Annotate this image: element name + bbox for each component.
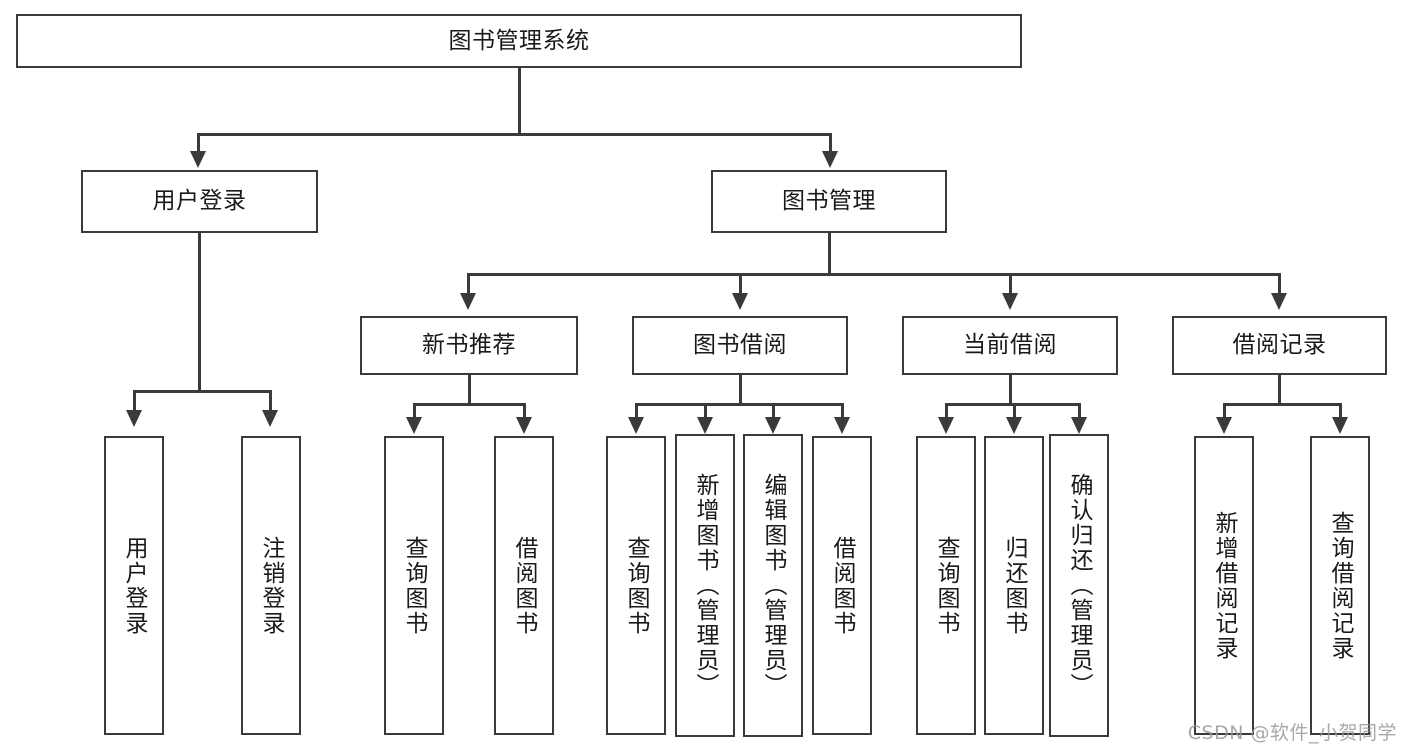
connector-current-stem	[1009, 375, 1012, 405]
arrow-to-new-book	[460, 293, 476, 310]
leaf-logout[interactable]: 注销登录	[241, 436, 301, 735]
leaf-label: 编辑图书（管理员）	[760, 473, 787, 698]
node-label: 用户登录	[152, 188, 247, 215]
node-label: 图书借阅	[693, 332, 787, 359]
connector-level3-bus	[467, 273, 1281, 276]
connector-user-login-stem	[198, 233, 201, 392]
node-current-borrow[interactable]: 当前借阅	[902, 316, 1118, 375]
connector-records-bus	[1223, 403, 1341, 406]
connector-drop-nb-leaf2	[523, 403, 526, 419]
arrow-to-nb-leaf2	[516, 417, 532, 434]
arrow-to-rc-leaf2	[1332, 417, 1348, 434]
connector-user-login-bus	[133, 390, 270, 393]
leaf-label: 确认归还（管理员）	[1066, 473, 1093, 698]
leaf-cb-return-book[interactable]: 归还图书	[984, 436, 1044, 735]
leaf-label: 查询图书	[933, 535, 960, 636]
node-label: 当前借阅	[963, 332, 1057, 359]
arrow-to-book-manage	[822, 151, 838, 168]
arrow-to-bb-leaf4	[834, 417, 850, 434]
arrow-to-cb-leaf3	[1071, 417, 1087, 434]
connector-root-stem	[518, 68, 521, 135]
connector-drop-records	[1278, 273, 1281, 295]
node-book-manage[interactable]: 图书管理	[711, 170, 947, 233]
connector-new-book-stem	[468, 375, 471, 405]
leaf-label: 借阅图书	[511, 535, 538, 636]
leaf-label: 归还图书	[1001, 535, 1028, 636]
node-label: 借阅记录	[1232, 332, 1327, 359]
connector-drop-leaf-logout	[269, 390, 272, 412]
connector-root-bus	[197, 133, 831, 136]
arrow-to-borrow	[732, 293, 748, 310]
leaf-nb-borrow-book[interactable]: 借阅图书	[494, 436, 554, 735]
connector-drop-current	[1009, 273, 1012, 295]
leaf-label: 查询图书	[623, 535, 650, 636]
arrow-to-bb-leaf2	[697, 417, 713, 434]
arrow-to-cb-leaf2	[1006, 417, 1022, 434]
connector-borrow-stem	[739, 375, 742, 405]
connector-drop-bb-leaf4	[841, 403, 844, 419]
node-new-book-recommend[interactable]: 新书推荐	[360, 316, 578, 375]
leaf-label: 查询图书	[401, 535, 428, 636]
arrow-to-leaf-logout	[262, 410, 278, 427]
connector-drop-cb-leaf3	[1078, 403, 1081, 419]
leaf-bb-edit-book-admin[interactable]: 编辑图书（管理员）	[743, 434, 803, 737]
leaf-bb-borrow-book[interactable]: 借阅图书	[812, 436, 872, 735]
leaf-rc-add-record[interactable]: 新增借阅记录	[1194, 436, 1254, 735]
connector-borrow-bus	[635, 403, 843, 406]
leaf-user-login[interactable]: 用户登录	[104, 436, 164, 735]
leaf-label: 注销登录	[258, 535, 285, 636]
node-borrow-records[interactable]: 借阅记录	[1172, 316, 1387, 375]
leaf-cb-query-book[interactable]: 查询图书	[916, 436, 976, 735]
leaf-bb-query-book[interactable]: 查询图书	[606, 436, 666, 735]
leaf-nb-query-book[interactable]: 查询图书	[384, 436, 444, 735]
watermark: CSDN @软件_小贺同学	[1187, 722, 1397, 744]
node-label: 图书管理	[782, 188, 876, 215]
node-label: 图书管理系统	[448, 27, 590, 54]
connector-drop-rc-leaf2	[1339, 403, 1342, 419]
arrow-to-bb-leaf1	[628, 417, 644, 434]
leaf-label: 新增图书（管理员）	[692, 473, 719, 698]
arrow-to-user-login	[190, 151, 206, 168]
connector-drop-bb-leaf3	[772, 403, 775, 419]
connector-drop-cb-leaf2	[1013, 403, 1016, 419]
leaf-label: 新增借阅记录	[1211, 510, 1238, 661]
arrow-to-nb-leaf1	[406, 417, 422, 434]
connector-drop-rc-leaf1	[1223, 403, 1226, 419]
connector-current-bus	[945, 403, 1080, 406]
arrow-to-current	[1002, 293, 1018, 310]
arrow-to-cb-leaf1	[938, 417, 954, 434]
connector-drop-user-login	[197, 133, 200, 153]
connector-records-stem	[1278, 375, 1281, 405]
arrow-to-leaf-user-login	[126, 410, 142, 427]
connector-book-manage-stem	[828, 233, 831, 275]
arrow-to-rc-leaf1	[1216, 417, 1232, 434]
leaf-bb-add-book-admin[interactable]: 新增图书（管理员）	[675, 434, 735, 737]
arrow-to-records	[1271, 293, 1287, 310]
leaf-rc-query-record[interactable]: 查询借阅记录	[1310, 436, 1370, 735]
connector-new-book-bus	[413, 403, 525, 406]
connector-drop-bb-leaf1	[635, 403, 638, 419]
connector-drop-bb-leaf2	[704, 403, 707, 419]
leaf-cb-confirm-return-admin[interactable]: 确认归还（管理员）	[1049, 434, 1109, 737]
node-user-login[interactable]: 用户登录	[81, 170, 318, 233]
connector-drop-leaf-user-login	[133, 390, 136, 412]
leaf-label: 借阅图书	[829, 535, 856, 636]
connector-drop-new-book	[467, 273, 470, 295]
connector-drop-book-manage	[829, 133, 832, 153]
node-label: 新书推荐	[422, 332, 516, 359]
node-book-borrow[interactable]: 图书借阅	[632, 316, 848, 375]
connector-drop-cb-leaf1	[945, 403, 948, 419]
node-root-system[interactable]: 图书管理系统	[16, 14, 1022, 68]
connector-drop-nb-leaf1	[413, 403, 416, 419]
arrow-to-bb-leaf3	[765, 417, 781, 434]
leaf-label: 查询借阅记录	[1327, 510, 1354, 661]
connector-drop-borrow	[739, 273, 742, 295]
leaf-label: 用户登录	[121, 535, 148, 636]
